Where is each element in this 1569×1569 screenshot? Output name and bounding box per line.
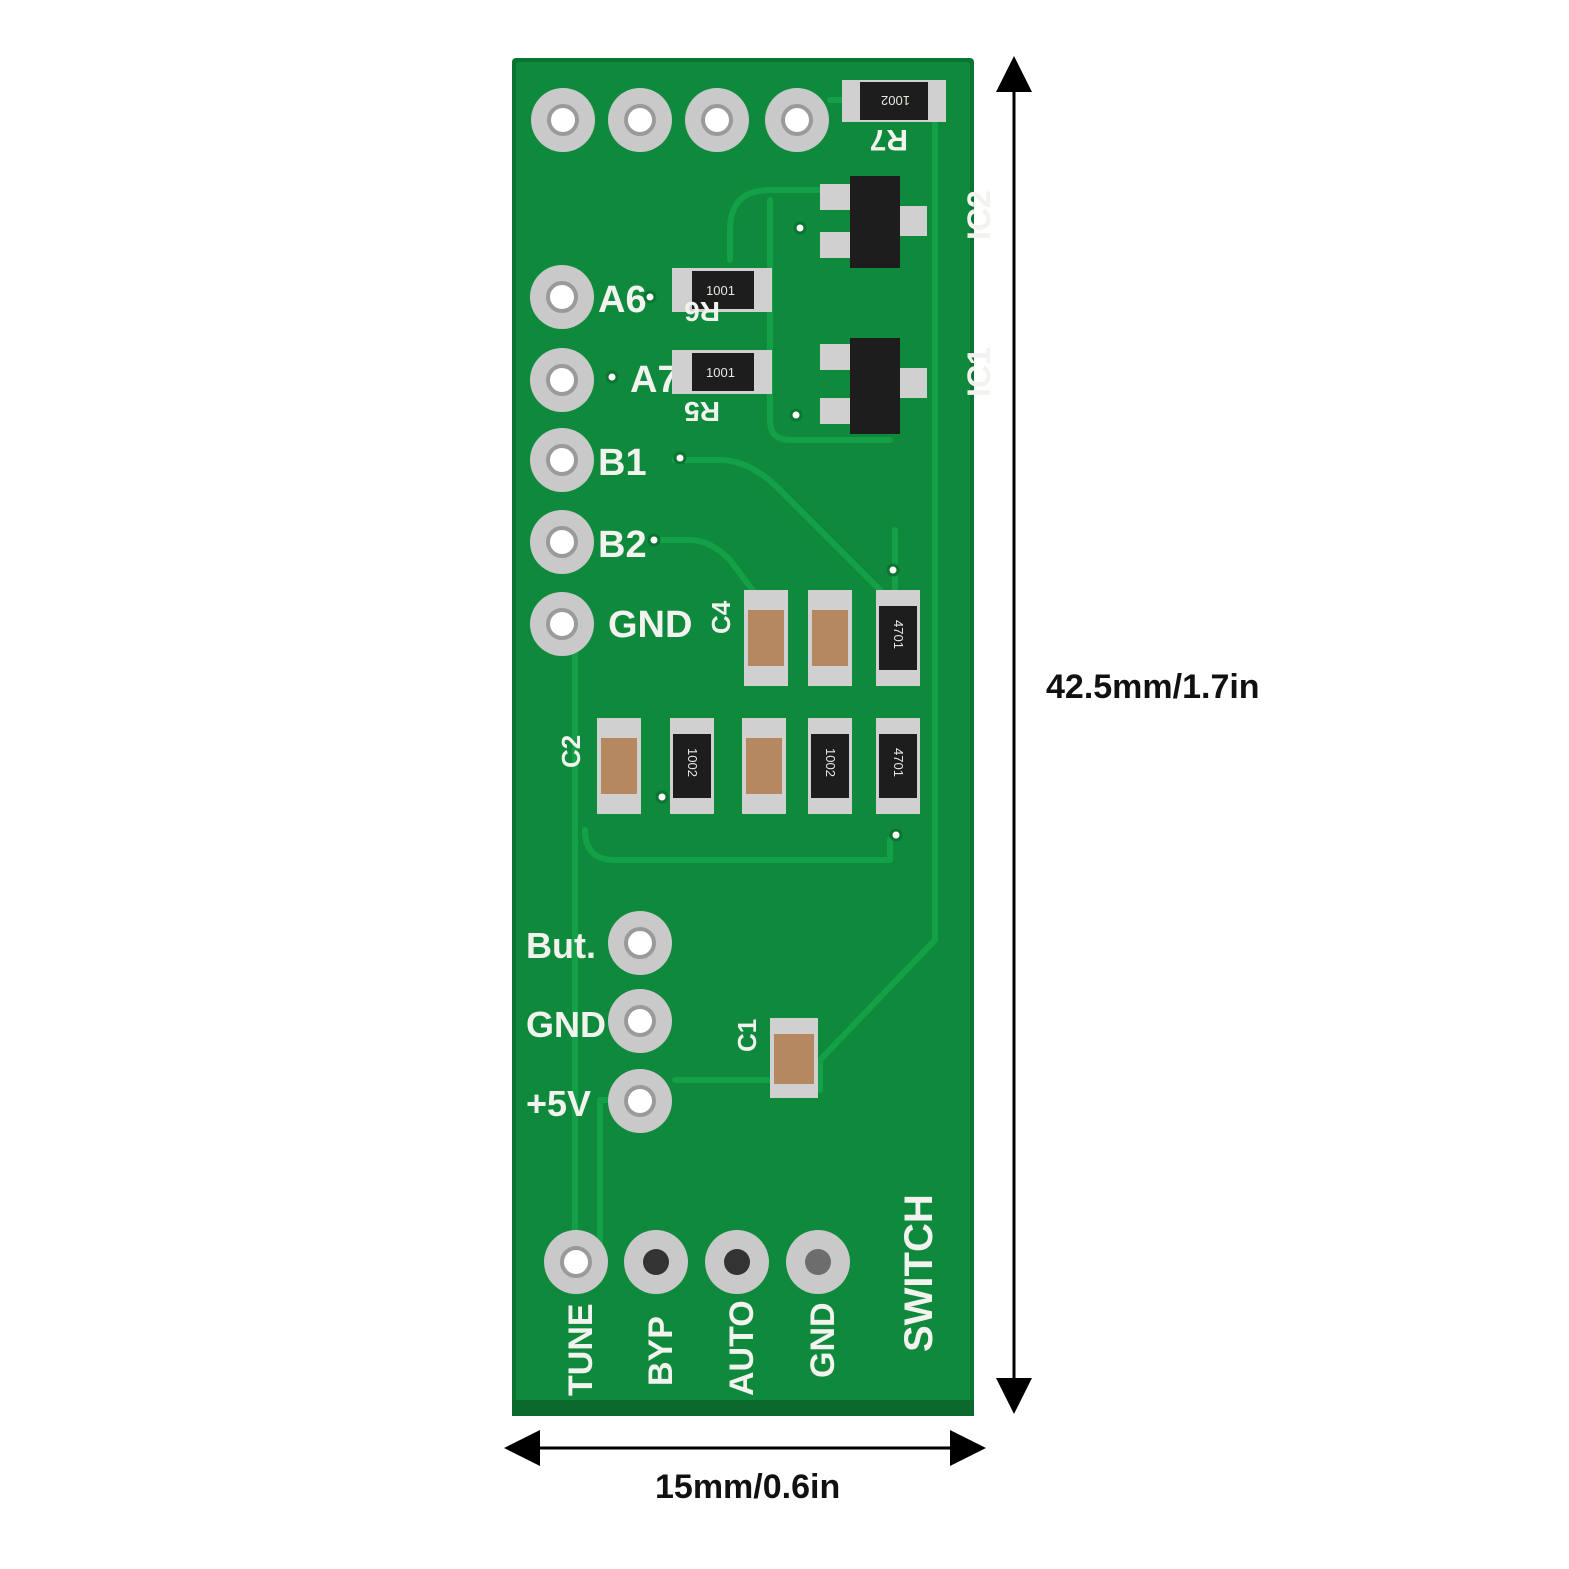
resistor: 4701 [876, 718, 920, 814]
capacitor [742, 718, 786, 814]
ic2-transistor [820, 176, 927, 268]
header-pin [765, 88, 829, 152]
bottom-switch-pins [544, 1230, 850, 1294]
pin-pad [530, 265, 594, 329]
header-pin [531, 88, 595, 152]
label-c2: C2 [556, 735, 586, 768]
svg-text:1002: 1002 [685, 748, 700, 777]
pin-label-a6: A6 [598, 279, 647, 321]
header-pin [608, 88, 672, 152]
svg-text:1002: 1002 [823, 748, 838, 777]
label-r7: R7 [870, 123, 908, 156]
svg-text:1002: 1002 [881, 93, 910, 108]
label-r5: R5 [684, 396, 720, 427]
vias [605, 221, 903, 842]
label-c4: C4 [706, 600, 736, 634]
height-dimension-label: 42.5mm/1.7in [1046, 668, 1260, 706]
pin-label-but: But. [526, 925, 596, 966]
header-pin [685, 88, 749, 152]
pin-label-auto: AUTO [723, 1300, 761, 1396]
top-header-pins [531, 88, 829, 152]
switch-label: SWITCH [897, 1194, 941, 1352]
capacitor [744, 590, 788, 686]
pin-label-5v: +5V [526, 1083, 591, 1124]
resistor-r6: 1001 [672, 268, 772, 312]
resistor-r7: 1002 [842, 80, 946, 122]
svg-text:1001: 1001 [706, 365, 735, 380]
resistor: 4701 [876, 590, 920, 686]
pin-label-tune: TUNE [562, 1303, 600, 1396]
pin-pad [624, 1230, 688, 1294]
left-header-pins [530, 265, 594, 656]
power-pins [608, 911, 672, 1133]
label-c1: C1 [732, 1019, 762, 1052]
pin-pad [530, 592, 594, 656]
resistor: 1002 [808, 718, 852, 814]
pin-label-byp: BYP [642, 1316, 680, 1386]
pin-label-gnd: GND [608, 604, 692, 646]
resistor: 1002 [670, 718, 714, 814]
lower-component-row: 1002 1002 4701 [597, 718, 920, 814]
svg-text:4701: 4701 [891, 620, 906, 649]
left-pin-labels: A6 A7 B1 B2 GND [598, 279, 692, 646]
svg-text:4701: 4701 [891, 748, 906, 777]
pin-pad [530, 428, 594, 492]
capacitor [808, 590, 852, 686]
power-pin-labels: But. GND +5V [526, 925, 606, 1124]
pin-label-gnd-3: GND [804, 1302, 842, 1378]
pin-label-b2: B2 [598, 524, 647, 566]
width-dimension-label: 15mm/0.6in [655, 1468, 841, 1506]
pin-pad [530, 348, 594, 412]
pin-pad [608, 911, 672, 975]
label-ic2: IC2 [961, 190, 997, 240]
resistor-r5: 1001 [672, 350, 772, 394]
pin-pad [544, 1230, 608, 1294]
capacitor [597, 718, 641, 814]
pin-pad [530, 510, 594, 574]
pcb-traces [572, 97, 938, 1253]
ic1-transistor [820, 338, 927, 434]
upper-component-row: 4701 [744, 590, 920, 686]
label-r6: R6 [684, 296, 720, 327]
pin-pad [786, 1230, 850, 1294]
bottom-pin-labels: TUNE BYP AUTO GND SWITCH [562, 1194, 941, 1396]
label-ic1: IC1 [961, 347, 997, 397]
capacitor-c1 [770, 1018, 818, 1098]
pin-label-b1: B1 [598, 442, 647, 484]
pin-label-a7: A7 [630, 359, 679, 401]
svg-text:1001: 1001 [706, 283, 735, 298]
pin-pad [705, 1230, 769, 1294]
pin-label-gnd-2: GND [526, 1004, 606, 1045]
pin-pad [608, 1069, 672, 1133]
pin-pad [608, 989, 672, 1053]
